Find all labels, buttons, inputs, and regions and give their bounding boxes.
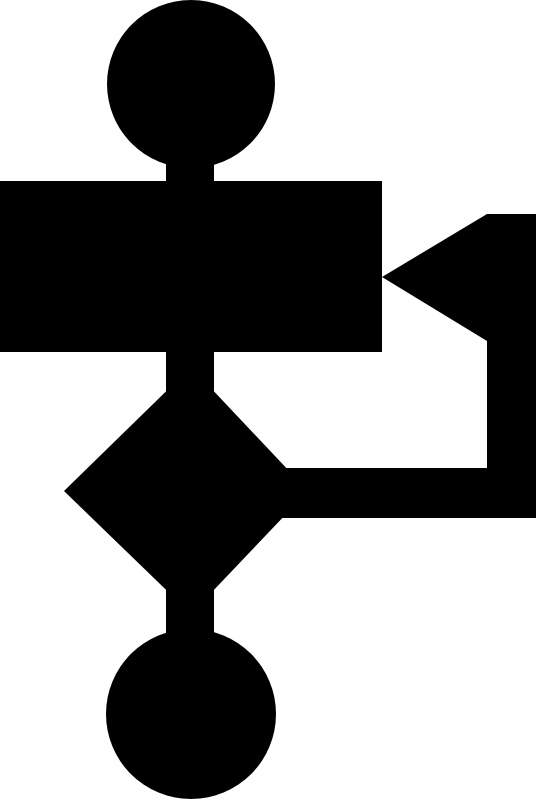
loop-back-arrowhead [382, 214, 487, 341]
process-rectangle [0, 181, 382, 352]
decision-diamond [64, 367, 308, 614]
loop-back-connector-vertical [487, 214, 536, 518]
start-terminal-circle [107, 0, 275, 168]
end-terminal-circle [106, 629, 276, 799]
